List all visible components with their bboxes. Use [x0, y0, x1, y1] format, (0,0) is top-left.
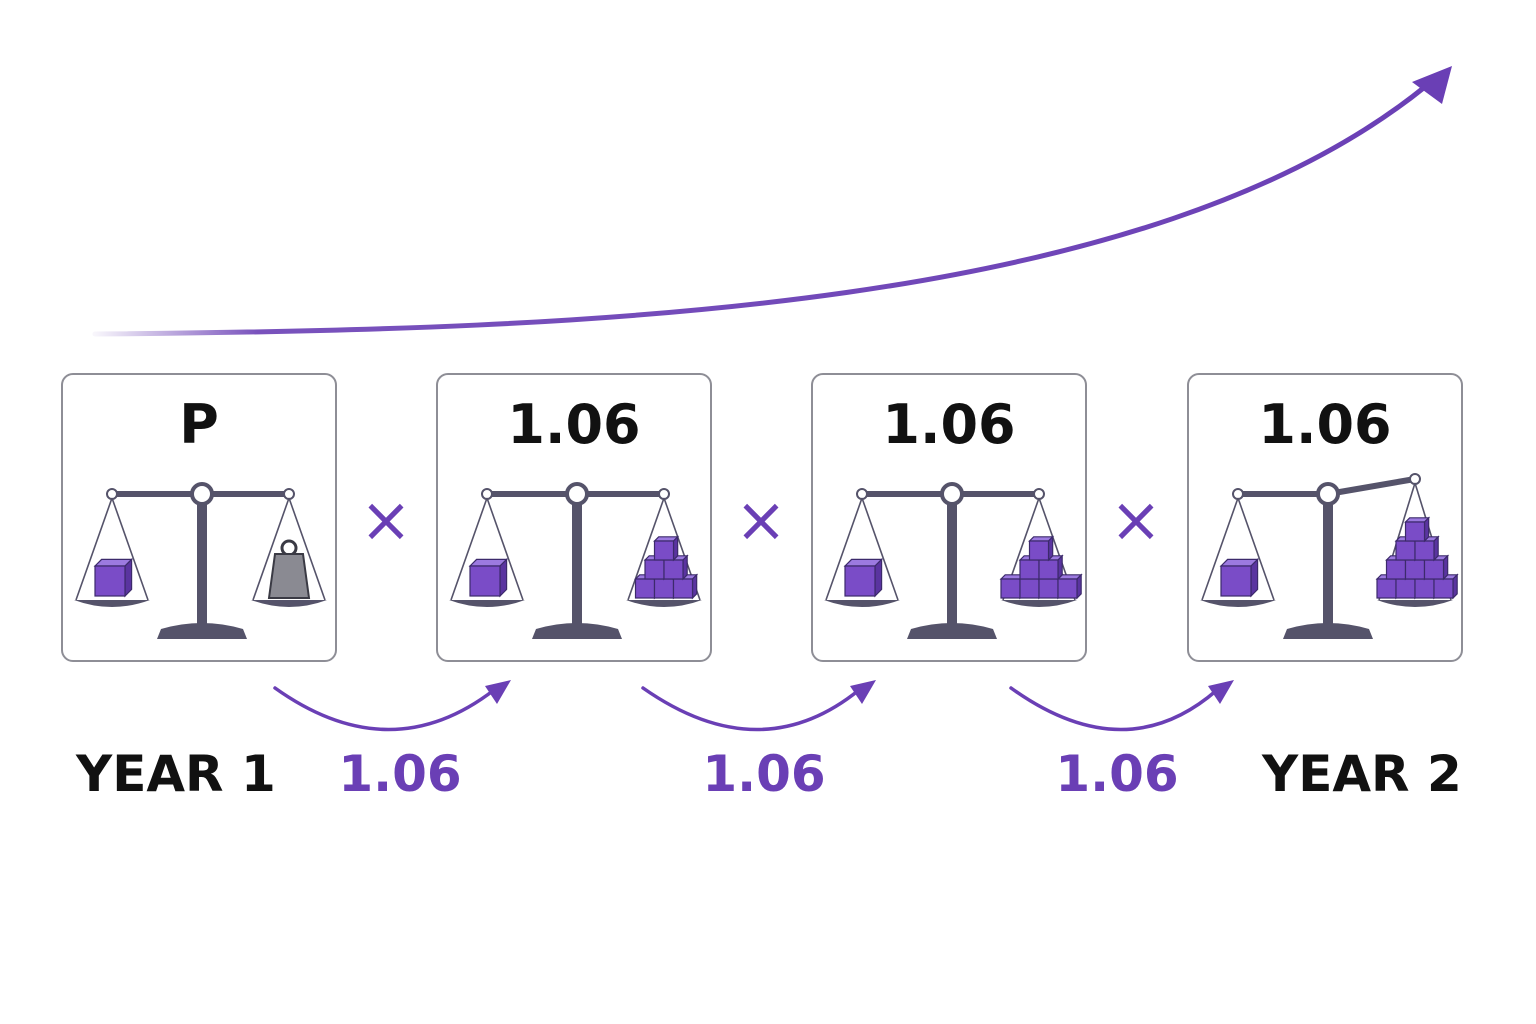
curved-step-arrow-icon — [273, 680, 511, 732]
cube-icon — [93, 557, 134, 598]
factor-label: 1.06 — [702, 745, 826, 803]
card-growth-3: 1.06 — [1187, 373, 1463, 662]
factor-label: 1.06 — [1055, 745, 1179, 803]
balance-scale-icon — [449, 482, 702, 639]
cube-icon — [672, 573, 699, 600]
card-value: 1.06 — [1258, 393, 1392, 456]
growth-curve-arrow-icon — [92, 66, 1452, 337]
balance-scale-icon — [824, 482, 1083, 639]
card-growth-1: 1.06 — [436, 373, 712, 662]
cube-icon — [468, 557, 509, 598]
curved-step-arrow-icon — [641, 680, 876, 732]
card-value: 1.06 — [507, 393, 641, 456]
balance-scale-icon — [74, 482, 327, 639]
curved-step-arrow-icon — [1009, 680, 1234, 732]
multiply-sign: × — [360, 483, 412, 556]
multiply-sign: × — [1110, 483, 1162, 556]
cube-icon — [843, 557, 884, 598]
factor-label: 1.06 — [338, 745, 462, 803]
multiply-sign: × — [735, 483, 787, 556]
card-value: P — [179, 393, 219, 456]
card-principal: P — [61, 373, 337, 662]
card-growth-2: 1.06 — [811, 373, 1087, 662]
balance-scale-icon — [1200, 473, 1459, 639]
weight-icon — [267, 539, 311, 599]
cube-icon — [1219, 557, 1260, 598]
year-end-label: YEAR 2 — [1262, 745, 1462, 803]
card-value: 1.06 — [882, 393, 1016, 456]
year-start-label: YEAR 1 — [76, 745, 276, 803]
cube-icon — [1056, 573, 1083, 600]
cube-icon — [653, 535, 680, 562]
cube-icon — [1028, 535, 1055, 562]
cube-icon — [1404, 516, 1431, 543]
